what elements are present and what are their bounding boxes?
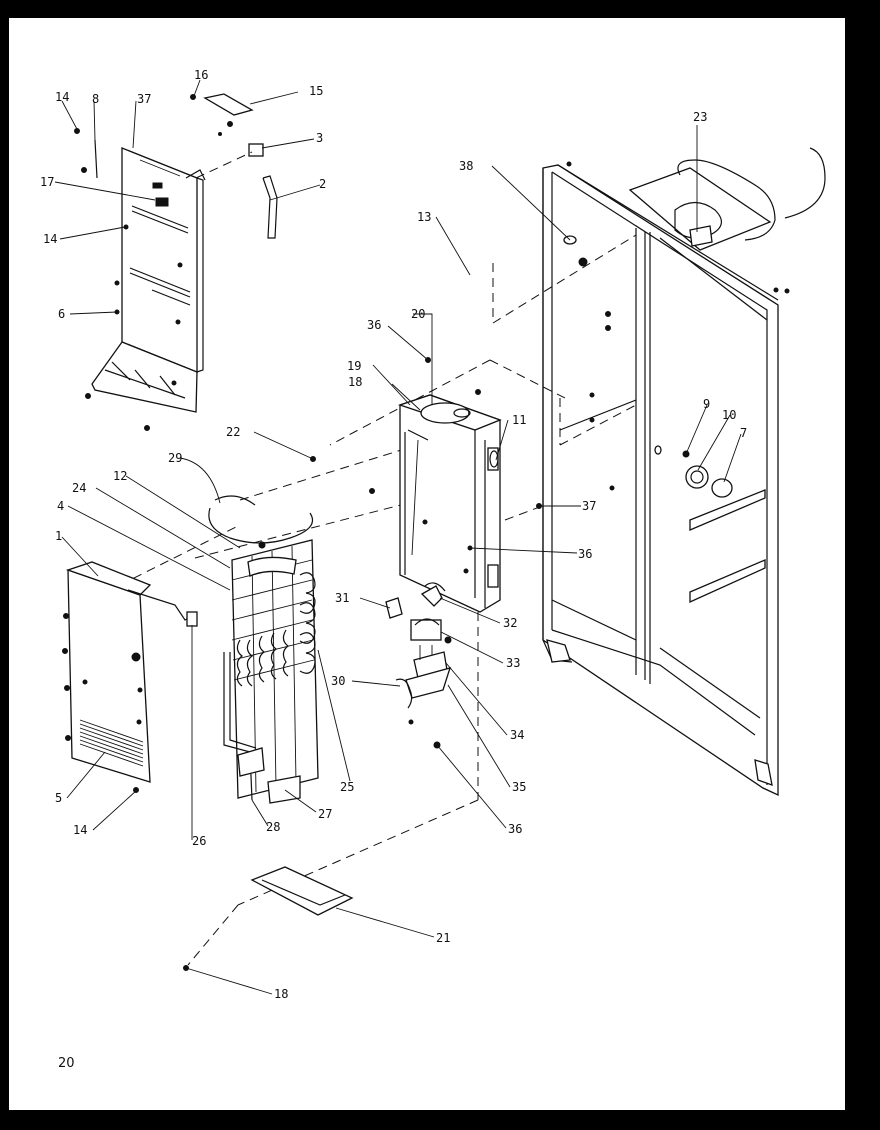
callout-label: 14 (73, 823, 87, 837)
callout-label: 14 (55, 90, 69, 104)
callout-label: 17 (40, 175, 54, 189)
callout-label: 6 (58, 307, 65, 321)
callout-label: 37 (137, 92, 151, 106)
callout-label: 1 (55, 529, 62, 543)
callout-label: 14 (43, 232, 57, 246)
callout-label: 25 (340, 780, 354, 794)
callout-leaders (54, 79, 742, 995)
callout-label: 12 (113, 469, 127, 483)
evaporator-rear-panel (74, 128, 206, 431)
callout-label: 37 (582, 499, 596, 513)
evaporator-coil (208, 495, 319, 804)
callout-label: 26 (192, 834, 206, 848)
callout-label: 18 (274, 987, 288, 1001)
callout-label: 19 (347, 359, 361, 373)
callout-label: 11 (512, 413, 526, 427)
callout-label: 18 (348, 375, 362, 389)
top-small-parts (190, 93, 278, 239)
callout-label: 27 (318, 807, 332, 821)
callout-labels: 16 15 14 8 37 3 2 17 14 6 23 38 13 36 20… (40, 68, 747, 1001)
callout-label: 7 (740, 426, 747, 440)
callout-label: 4 (57, 499, 64, 513)
callout-label: 15 (309, 84, 323, 98)
callout-label: 9 (703, 397, 710, 411)
callout-label: 33 (506, 656, 520, 670)
callout-label: 20 (411, 307, 425, 321)
evaporator-front-cover (62, 561, 198, 793)
callout-label: 36 (367, 318, 381, 332)
callout-label: 38 (459, 159, 473, 173)
callout-label: 29 (168, 451, 182, 465)
callout-label: 13 (417, 210, 431, 224)
evaporator-housing (310, 357, 542, 613)
callout-label: 35 (512, 780, 526, 794)
page-number: 20 (58, 1056, 75, 1071)
callout-label: 34 (510, 728, 524, 742)
fan-motor-assembly (385, 582, 452, 749)
callout-label: 32 (503, 616, 517, 630)
callout-label: 36 (508, 822, 522, 836)
callout-label: 23 (693, 110, 707, 124)
callout-label: 22 (226, 425, 240, 439)
callout-label: 31 (335, 591, 349, 605)
callout-label: 28 (266, 820, 280, 834)
callout-label: 2 (319, 177, 326, 191)
callout-label: 21 (436, 931, 450, 945)
refrigerator-cabinet-liner (542, 147, 826, 797)
callout-label: 8 (92, 92, 99, 106)
callout-label: 24 (72, 481, 86, 495)
callout-label: 30 (331, 674, 345, 688)
callout-label: 5 (55, 791, 62, 805)
callout-label: 16 (194, 68, 208, 82)
scan-edge (845, 18, 880, 1130)
callout-label: 36 (578, 547, 592, 561)
callout-label: 3 (316, 131, 323, 145)
callout-label: 10 (722, 408, 736, 422)
drain-pan (183, 866, 354, 971)
